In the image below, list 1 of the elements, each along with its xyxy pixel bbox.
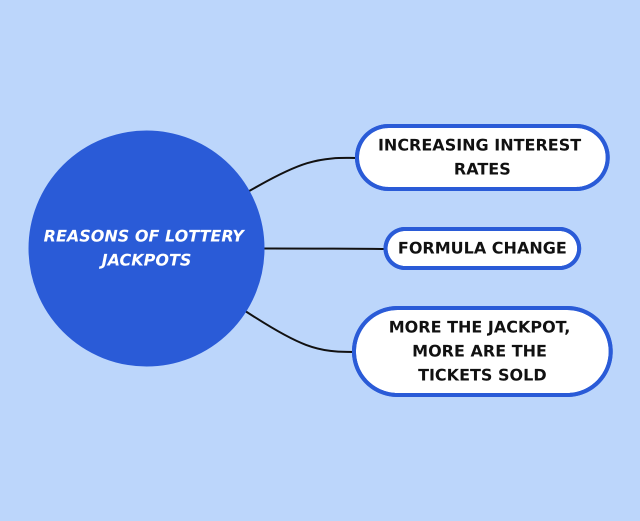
node-circle: REASONS OF LOTTERY JACKPOTS bbox=[28, 130, 265, 366]
